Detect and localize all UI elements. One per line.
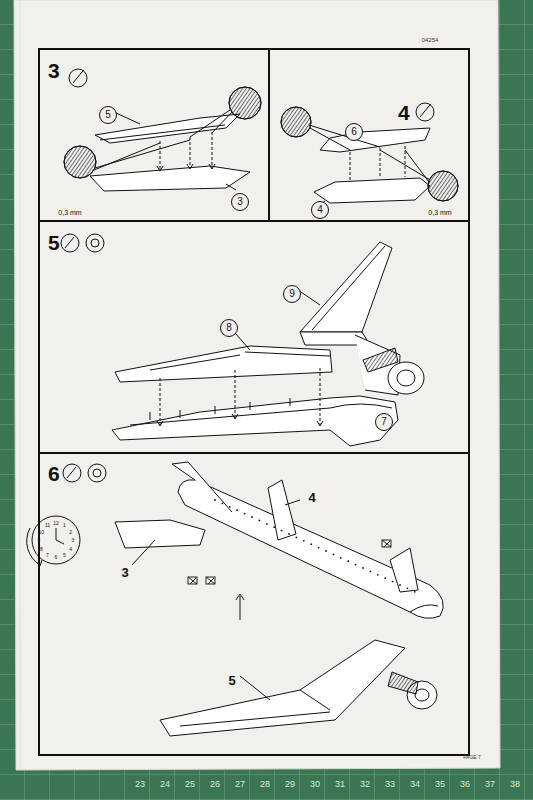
ruler-number: 35 bbox=[435, 780, 445, 789]
ruler-number: 37 bbox=[485, 780, 495, 789]
ruler-number: 33 bbox=[385, 780, 395, 789]
step-number: 6 bbox=[48, 463, 60, 484]
callout-number: 3 bbox=[237, 197, 243, 207]
ruler-number: 24 bbox=[160, 780, 170, 789]
part-label: 04254 bbox=[422, 37, 439, 43]
clock-number: 6 bbox=[55, 555, 58, 560]
callout-circle: 7 bbox=[375, 413, 393, 431]
part-label: 4 bbox=[308, 491, 315, 504]
ruler-number: 31 bbox=[335, 780, 345, 789]
clock-number: 5 bbox=[63, 552, 66, 557]
callout-circle: 8 bbox=[220, 319, 238, 337]
step-panel: 3 5 3 bbox=[38, 48, 270, 222]
clock-number: 4 bbox=[69, 546, 72, 551]
part-label: 0,3 mm bbox=[58, 209, 81, 216]
ruler-number: 26 bbox=[210, 780, 220, 789]
part-label: 0,3 mm bbox=[428, 209, 451, 216]
part-label: 3 bbox=[121, 566, 128, 579]
clock-number: 1 bbox=[63, 523, 66, 528]
clock-number: 10 bbox=[38, 529, 44, 534]
callout-circle: 9 bbox=[283, 285, 301, 303]
step-panel: 5 9 8 7 bbox=[38, 220, 470, 454]
callout-circle: 5 bbox=[99, 106, 117, 124]
callout-number: 7 bbox=[381, 417, 387, 427]
callout-number: 5 bbox=[105, 110, 111, 120]
ruler-number: 36 bbox=[460, 780, 470, 789]
callout-circle: 4 bbox=[311, 201, 329, 219]
step-number: 4 bbox=[398, 102, 410, 123]
step-panel: 6 bbox=[38, 452, 470, 756]
callout-number: 6 bbox=[351, 127, 357, 137]
clock-number: 3 bbox=[72, 538, 75, 543]
callout-circle: 3 bbox=[231, 193, 249, 211]
part-label: PAGE 7 bbox=[463, 755, 481, 760]
ruler-number: 34 bbox=[410, 780, 420, 789]
ruler-number: 27 bbox=[235, 780, 245, 789]
ruler-number: 32 bbox=[360, 780, 370, 789]
clock-number: 9 bbox=[38, 538, 41, 543]
step-number: 5 bbox=[48, 232, 60, 253]
clock-number: 11 bbox=[45, 523, 50, 528]
callout-number: 9 bbox=[289, 289, 295, 299]
step-number: 3 bbox=[48, 60, 60, 81]
callout-number: 8 bbox=[226, 323, 232, 333]
ruler-number: 23 bbox=[135, 780, 145, 789]
clock-number: 2 bbox=[69, 529, 72, 534]
step-panel: 4 6 4 bbox=[268, 48, 470, 222]
callout-circle: 6 bbox=[345, 123, 363, 141]
clock-number: 8 bbox=[40, 546, 43, 551]
ruler-number: 38 bbox=[510, 780, 520, 789]
ruler-number: 30 bbox=[310, 780, 320, 789]
clock-number: 7 bbox=[46, 552, 49, 557]
ruler-number: 29 bbox=[285, 780, 295, 789]
clock-number: 12 bbox=[53, 521, 59, 526]
ruler-number: 25 bbox=[185, 780, 195, 789]
part-label: 5 bbox=[228, 674, 235, 687]
callout-number: 4 bbox=[317, 205, 323, 215]
ruler-number: 28 bbox=[260, 780, 270, 789]
